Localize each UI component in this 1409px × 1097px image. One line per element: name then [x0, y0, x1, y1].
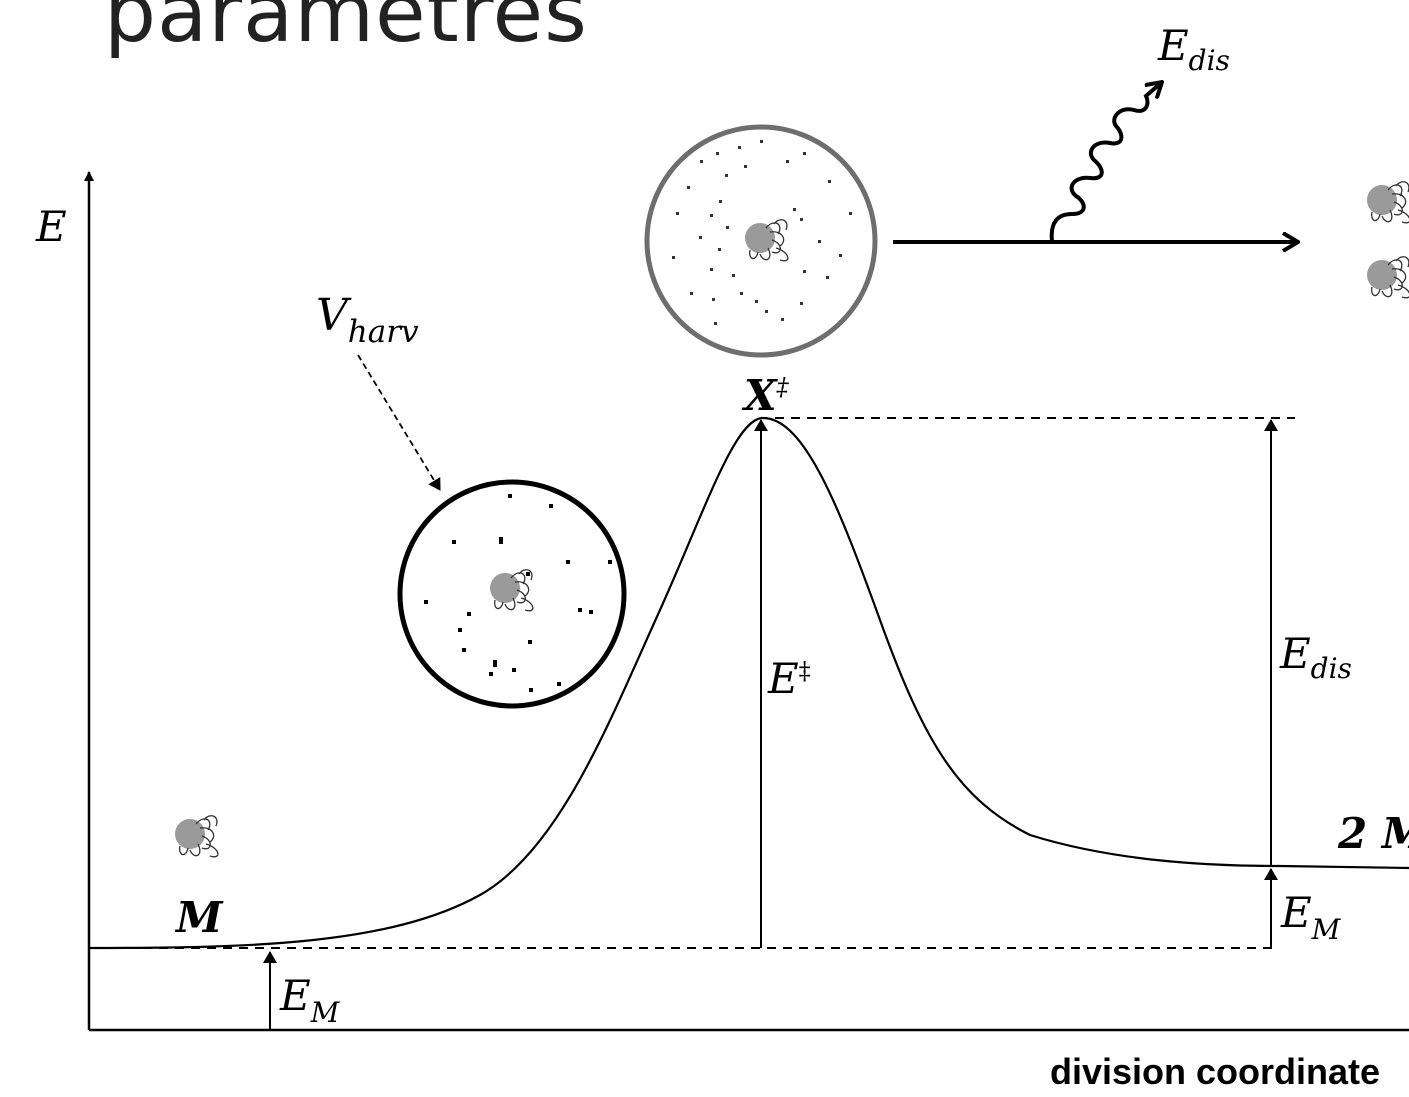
harvest-volume-sphere — [397, 479, 627, 709]
emitted-energy-label: Edis — [1157, 21, 1230, 77]
energy-arrows — [263, 419, 1278, 1030]
transition-state-sphere — [644, 124, 878, 358]
x-axis-label: division coordinate — [1050, 1051, 1380, 1092]
volume-pointer-arrow — [357, 354, 441, 491]
labels: E Vharv X‡ Edis E‡ Edis 2 M EM M — [35, 21, 1409, 1092]
transition-state-label: X‡ — [741, 371, 790, 420]
reactant-label: M — [174, 893, 224, 942]
molecule-icon — [1366, 256, 1409, 299]
energy-curve — [88, 416, 1409, 950]
molecule-icon — [1366, 181, 1409, 224]
reactant-energy-label: EM — [279, 971, 341, 1029]
y-axis-label: E — [35, 202, 67, 251]
reference-lines — [95, 417, 1295, 949]
axes — [84, 171, 1409, 1032]
molecule-icon — [174, 815, 219, 858]
slide-title: paramètres — [104, 0, 588, 61]
barrier-label: E‡ — [767, 654, 811, 703]
product-energy-label: EM — [1280, 888, 1342, 946]
product-label: 2 M — [1337, 809, 1409, 858]
volume-label: Vharv — [316, 290, 419, 350]
wavy-arrow-icon — [1049, 82, 1162, 242]
dissociation-energy-label: Edis — [1279, 629, 1352, 685]
product-molecules — [1366, 181, 1409, 299]
